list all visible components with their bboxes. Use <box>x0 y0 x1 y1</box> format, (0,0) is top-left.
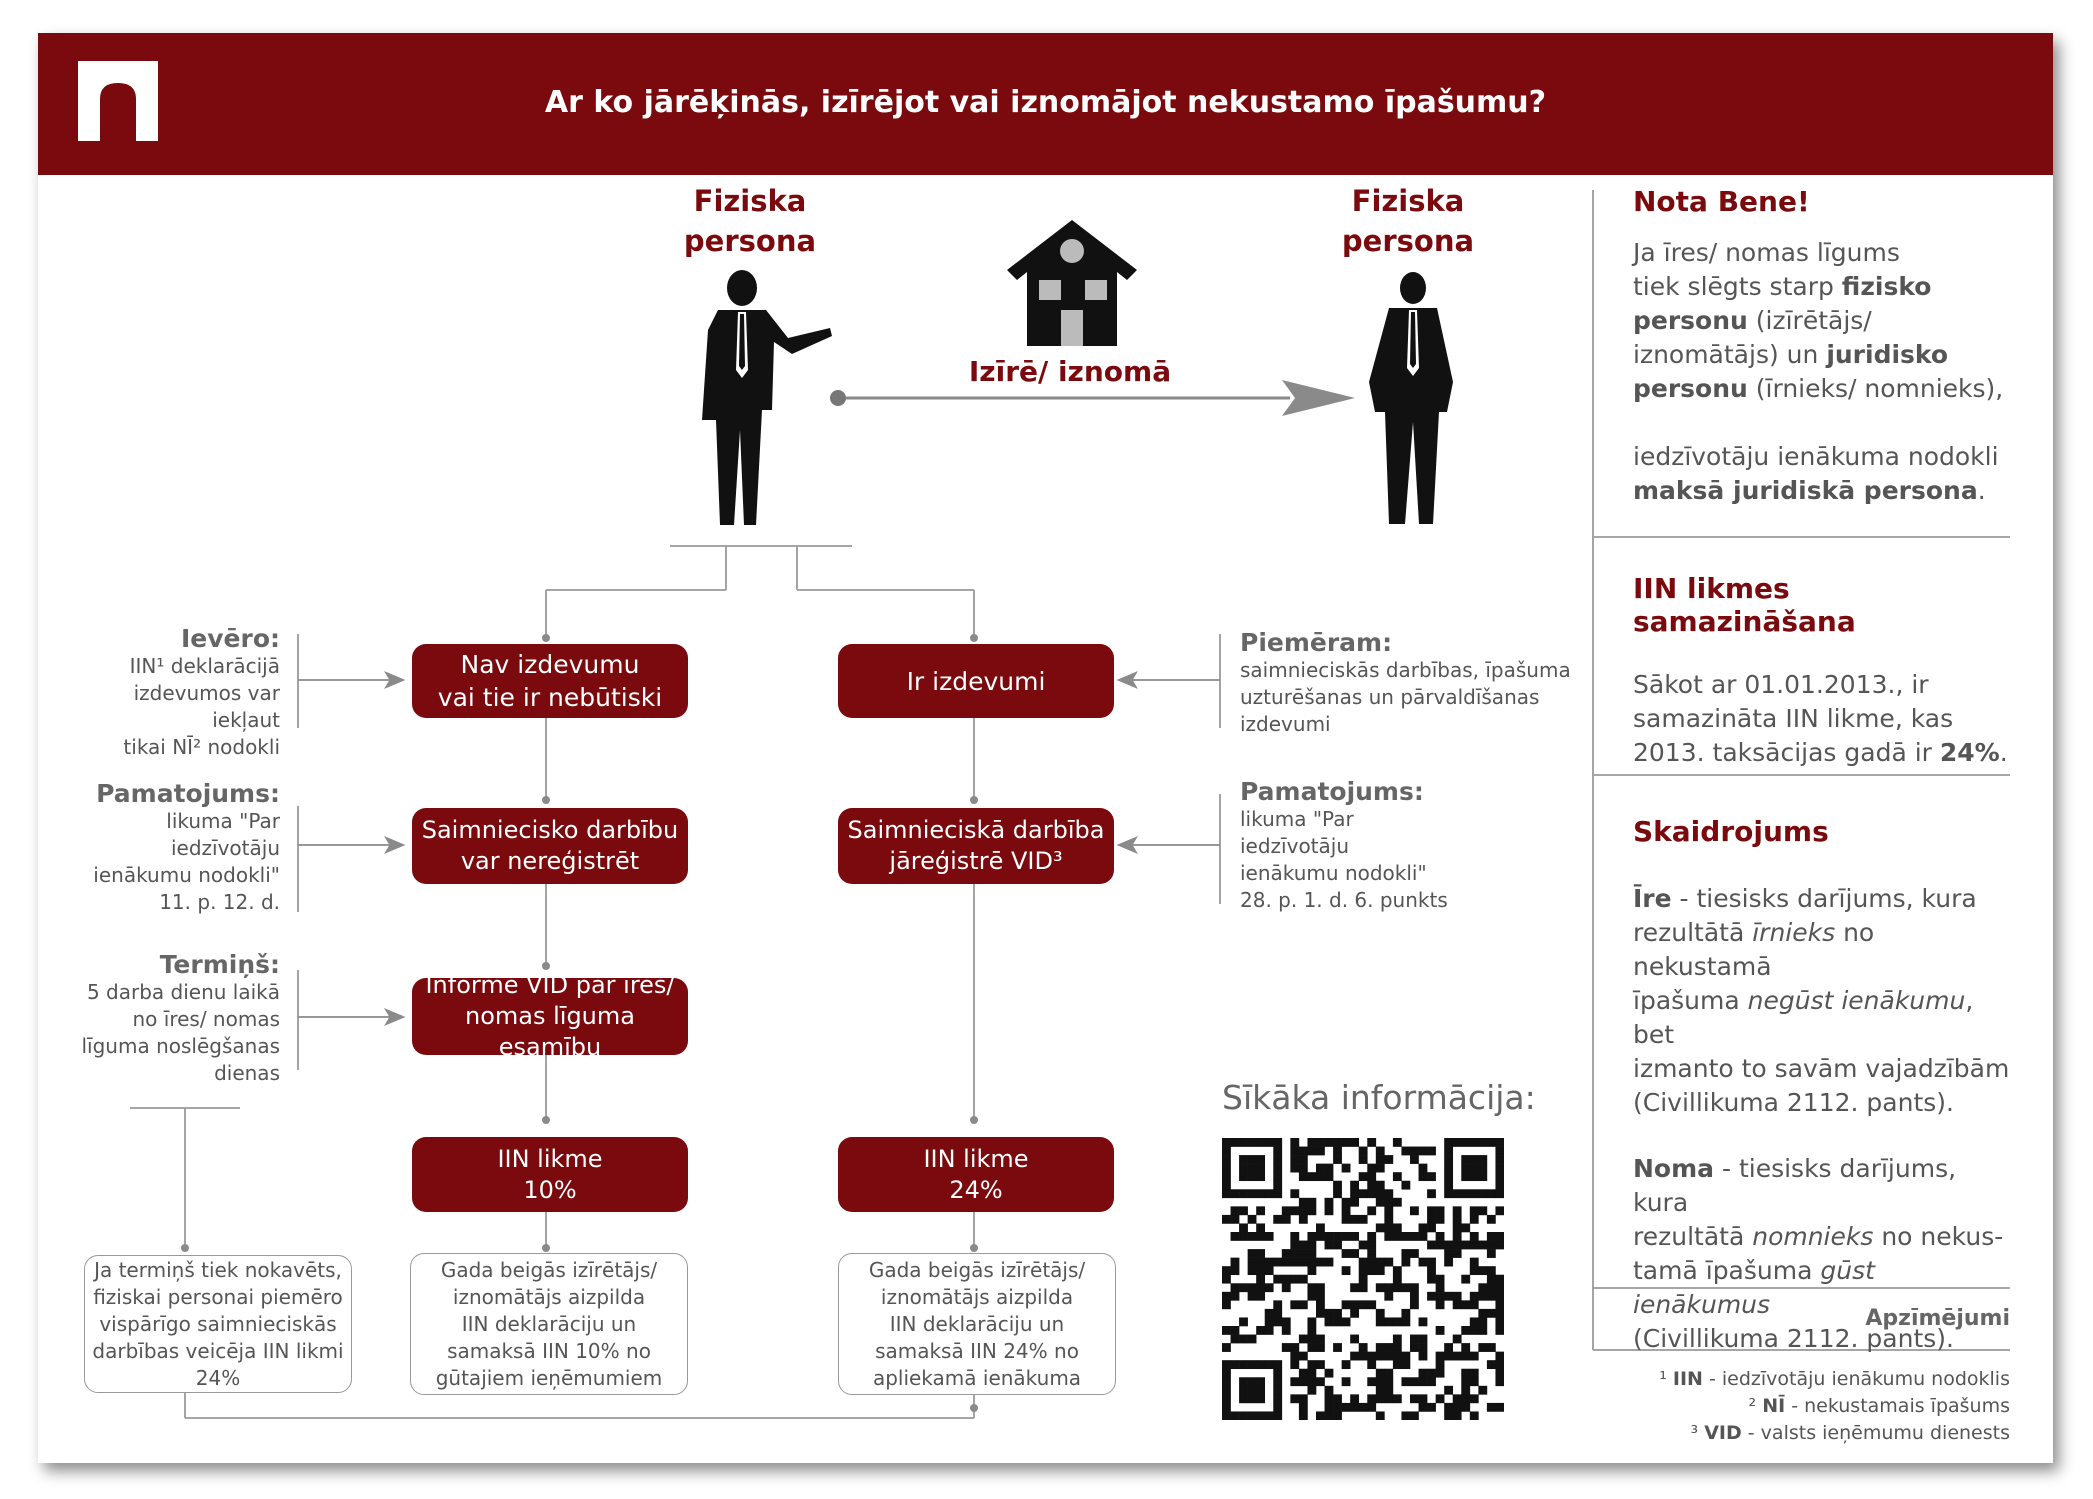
businessman-standing-icon <box>1369 272 1453 524</box>
box-inform-vid: Informē VID par īres/ nomas līguma esamī… <box>412 971 688 1061</box>
note-pamatojums-right: Pamatojums: likuma "Par iedzīvotāju ienā… <box>1240 777 1448 912</box>
brand-logo-icon <box>78 61 158 141</box>
house-icon <box>1007 220 1137 346</box>
sidebar-iin: IIN likmes samazināšana Sākot ar 01.01.2… <box>1633 572 2008 767</box>
header-bar: Ar ko jārēķinās, izīrējot vai iznomājot … <box>38 33 2053 175</box>
right-party-label: Fiziska persona <box>1341 184 1475 258</box>
box-business-optional: Saimniecisko darbību var nereģistrēt <box>412 808 688 884</box>
arrow-label: Izīrē/ iznomā <box>968 355 1172 388</box>
box-final-left: Gada beigās izīrētājs/ iznomātājs aizpil… <box>410 1253 688 1395</box>
legend-title: Apzīmējumi <box>1865 1306 2010 1331</box>
box-rate-10: IIN likme 10% <box>412 1137 688 1212</box>
businessman-pointing-icon <box>702 270 832 525</box>
sidebar-skaidrojums: Skaidrojums Īre - tiesisks darījums, kur… <box>1633 815 2010 1353</box>
qr-code-icon[interactable] <box>1222 1138 1504 1420</box>
page-title: Ar ko jārēķinās, izīrējot vai iznomājot … <box>544 85 1547 120</box>
note-pamatojums-left: Pamatojums: likuma "Par iedzīvotāju ienā… <box>93 779 280 914</box>
note-ievero: Ievēro: IIN¹ deklarācijā izdevumos var i… <box>123 624 280 759</box>
box-has-expenses: Ir izdevumi <box>838 644 1114 718</box>
note-termins: Termiņš: 5 darba dienu laikā no īres/ no… <box>81 950 281 1085</box>
box-late-penalty: Ja termiņš tiek nokavēts, fiziskai perso… <box>84 1255 352 1393</box>
sidebar-nota-bene: Nota Bene! Ja īres/ nomas līgums tiek sl… <box>1633 185 2004 505</box>
box-business-required: Saimnieciskā darbība jāreģistrē VID³ <box>838 808 1114 884</box>
box-no-expenses: Nav izdevumu vai tie ir nebūtiski <box>412 644 688 718</box>
left-party-label: Fiziska persona <box>683 184 817 258</box>
box-final-right: Gada beigās izīrētājs/ iznomātājs aizpil… <box>838 1253 1116 1395</box>
legend-footnotes: ¹ IIN - iedzīvotāju ienākumu nodoklis ² … <box>1659 1368 2010 1444</box>
note-piemeram: Piemēram: saimnieciskās darbības, īpašum… <box>1240 628 1571 736</box>
qr-label: Sīkāka informācija: <box>1222 1078 1536 1117</box>
box-rate-24: IIN likme 24% <box>838 1137 1114 1212</box>
